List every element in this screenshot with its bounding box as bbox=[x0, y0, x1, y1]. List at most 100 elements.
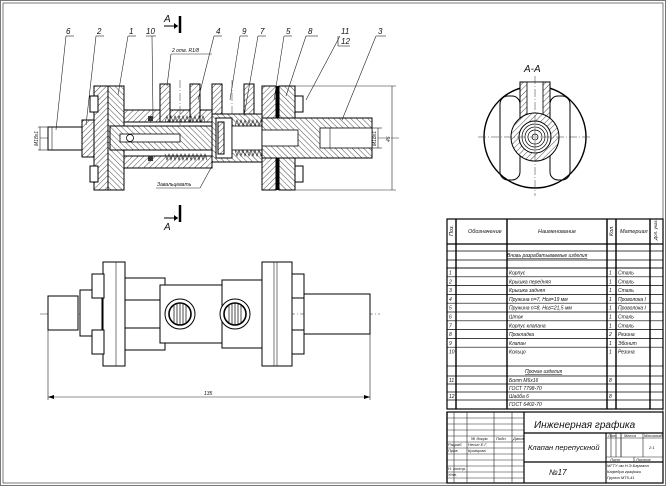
tb-developer: Несин Е.Г. bbox=[468, 442, 487, 447]
cell-qty: 1 bbox=[609, 271, 612, 277]
bolt-right-top bbox=[294, 95, 304, 113]
table-row: 12 Шайба 6 8 bbox=[449, 393, 612, 400]
cell-name: Клапан bbox=[509, 341, 526, 347]
tb-checker: Кривцова bbox=[468, 448, 486, 453]
section-cut-marker-top: A bbox=[163, 14, 182, 33]
cell-qty: 1 bbox=[609, 350, 612, 356]
tb-discipline: Инженерная графика bbox=[534, 419, 636, 431]
cell-qty: 1 bbox=[609, 279, 612, 285]
cell-name: Корпус клапана bbox=[509, 323, 546, 329]
pos-label-6: 6 bbox=[66, 27, 71, 36]
pos-label-7: 7 bbox=[260, 27, 265, 36]
cell-qty: 1 bbox=[609, 288, 612, 294]
ext-stem-left bbox=[47, 295, 79, 331]
cell-mat: Сталь bbox=[618, 323, 634, 329]
th-pos: Поз. bbox=[449, 225, 455, 236]
tb-label-checked: Пров. bbox=[448, 448, 459, 453]
cell-pos: 3 bbox=[449, 288, 452, 294]
port-left-wall-a bbox=[159, 83, 171, 123]
tb-scale: 2:1 bbox=[648, 445, 655, 450]
cell-name: Пружина n=7, Hсв=19 мм bbox=[509, 297, 568, 303]
main-section-view bbox=[40, 80, 400, 191]
cell-mat: Сталь bbox=[618, 288, 634, 294]
section-a-a-view: А-А bbox=[478, 64, 592, 196]
cell-qty: 2 bbox=[608, 332, 612, 338]
cell-qty: 1 bbox=[609, 341, 612, 347]
tb-col-doc: № докум. bbox=[471, 436, 489, 441]
cell-pos: 1 bbox=[449, 271, 452, 277]
cell-pos: 12 bbox=[449, 394, 455, 400]
cell-pos: 6 bbox=[449, 315, 452, 321]
cell-name: Шайба 6 bbox=[509, 393, 529, 400]
tb-org-line-2: Кафедра графики bbox=[607, 469, 642, 474]
section-letter-bottom: A bbox=[163, 222, 171, 233]
title-block: № докум. Подп. Дата Разраб. Несин Е.Г. П… bbox=[446, 411, 664, 484]
pos-label-2: 2 bbox=[96, 27, 102, 36]
bolt-right-bottom bbox=[294, 165, 304, 183]
cell-name: Крышка передняя bbox=[509, 279, 551, 285]
cell-mat: Резина bbox=[618, 332, 635, 338]
tb-lit-label: Лит. bbox=[607, 433, 617, 438]
cell-mat: Сталь bbox=[618, 271, 634, 277]
dimensions-top: М18х1 М18х1 45 bbox=[34, 85, 396, 191]
table-row: 8 Прокладка 2 Резина bbox=[449, 332, 635, 338]
section-letter-top: A bbox=[163, 14, 171, 25]
ext-flange-left bbox=[102, 261, 126, 367]
cell-pos: 8 bbox=[449, 332, 452, 338]
cell-name: Корпус bbox=[509, 271, 526, 277]
cell-qty: 1 bbox=[609, 323, 612, 329]
leaders bbox=[55, 35, 386, 189]
pos-label-11: 11 bbox=[341, 27, 349, 36]
cell-qty: 8 bbox=[609, 394, 612, 400]
pos-label-4: 4 bbox=[216, 27, 221, 36]
cell-name: ГОСТ 7798-70 bbox=[509, 386, 542, 392]
tb-drawing-number: №17 bbox=[549, 468, 567, 477]
table-row: 11 Болт М6х16 8 bbox=[449, 378, 612, 384]
cell-pos: 7 bbox=[449, 323, 452, 329]
cell-pos: 11 bbox=[449, 378, 454, 384]
tb-org-line-1: МГТУ им Н.Э.Баумана bbox=[607, 463, 649, 468]
pos-label-8: 8 bbox=[308, 27, 313, 36]
spring-5 bbox=[234, 119, 266, 157]
cell-mat: Сталь bbox=[618, 279, 634, 285]
ext-rear-cover bbox=[303, 293, 371, 335]
tb-label-approved: Утв. bbox=[448, 472, 457, 477]
cell-qty: 8 bbox=[609, 378, 612, 384]
cell-pos: 2 bbox=[448, 279, 452, 285]
table-row: 4 Пружина n=7, Hсв=19 мм 1 Проволока I bbox=[449, 297, 646, 303]
tb-scale-label: Масштаб bbox=[644, 433, 663, 438]
cell-mat: Резина bbox=[618, 350, 635, 356]
tb-label-norm: Н. контр. bbox=[448, 466, 466, 471]
cell-pos: 4 bbox=[449, 297, 452, 303]
table-row: ГОСТ 6402-70 bbox=[509, 402, 542, 408]
cell-name: Шток bbox=[509, 315, 523, 321]
dim-thread-left: М18х1 bbox=[34, 131, 40, 146]
pos-label-10: 10 bbox=[146, 27, 155, 36]
section-own-parts: Вновь разрабатываемые изделия bbox=[507, 253, 588, 259]
cell-qty: 1 bbox=[609, 306, 612, 312]
section-standard-parts: Прочие изделия bbox=[525, 369, 563, 375]
tb-col-sign: Подп. bbox=[496, 436, 507, 441]
th-designation: Обозначение bbox=[468, 229, 502, 235]
cell-name: Прокладка bbox=[509, 332, 534, 338]
dim-overall-length: 135 bbox=[204, 391, 213, 397]
port-left-wall-b bbox=[189, 83, 201, 123]
tb-sheets-label: Листов bbox=[635, 457, 651, 462]
tb-col-date: Дата bbox=[512, 436, 524, 441]
cell-name: Болт М6х16 bbox=[509, 378, 539, 384]
pos-label-9: 9 bbox=[242, 27, 247, 36]
cell-name: Кольцо bbox=[509, 350, 526, 356]
note-weld: Завальцевать bbox=[157, 182, 192, 188]
dim-height: 45 bbox=[386, 136, 392, 142]
tb-org-line-3: Группа МТ5-41 bbox=[607, 475, 635, 480]
cell-mat: Проволока I bbox=[618, 297, 646, 303]
cell-qty: 1 bbox=[609, 315, 612, 321]
note-thread: 2 отв. R1/8 bbox=[171, 48, 199, 54]
cell-qty: 1 bbox=[609, 297, 612, 303]
cell-name: ГОСТ 6402-70 bbox=[509, 402, 542, 408]
table-row: 2 Крышка передняя 1 Сталь bbox=[448, 279, 634, 285]
spring-4 bbox=[164, 115, 208, 161]
tb-sheet-label: Лист bbox=[609, 457, 621, 462]
